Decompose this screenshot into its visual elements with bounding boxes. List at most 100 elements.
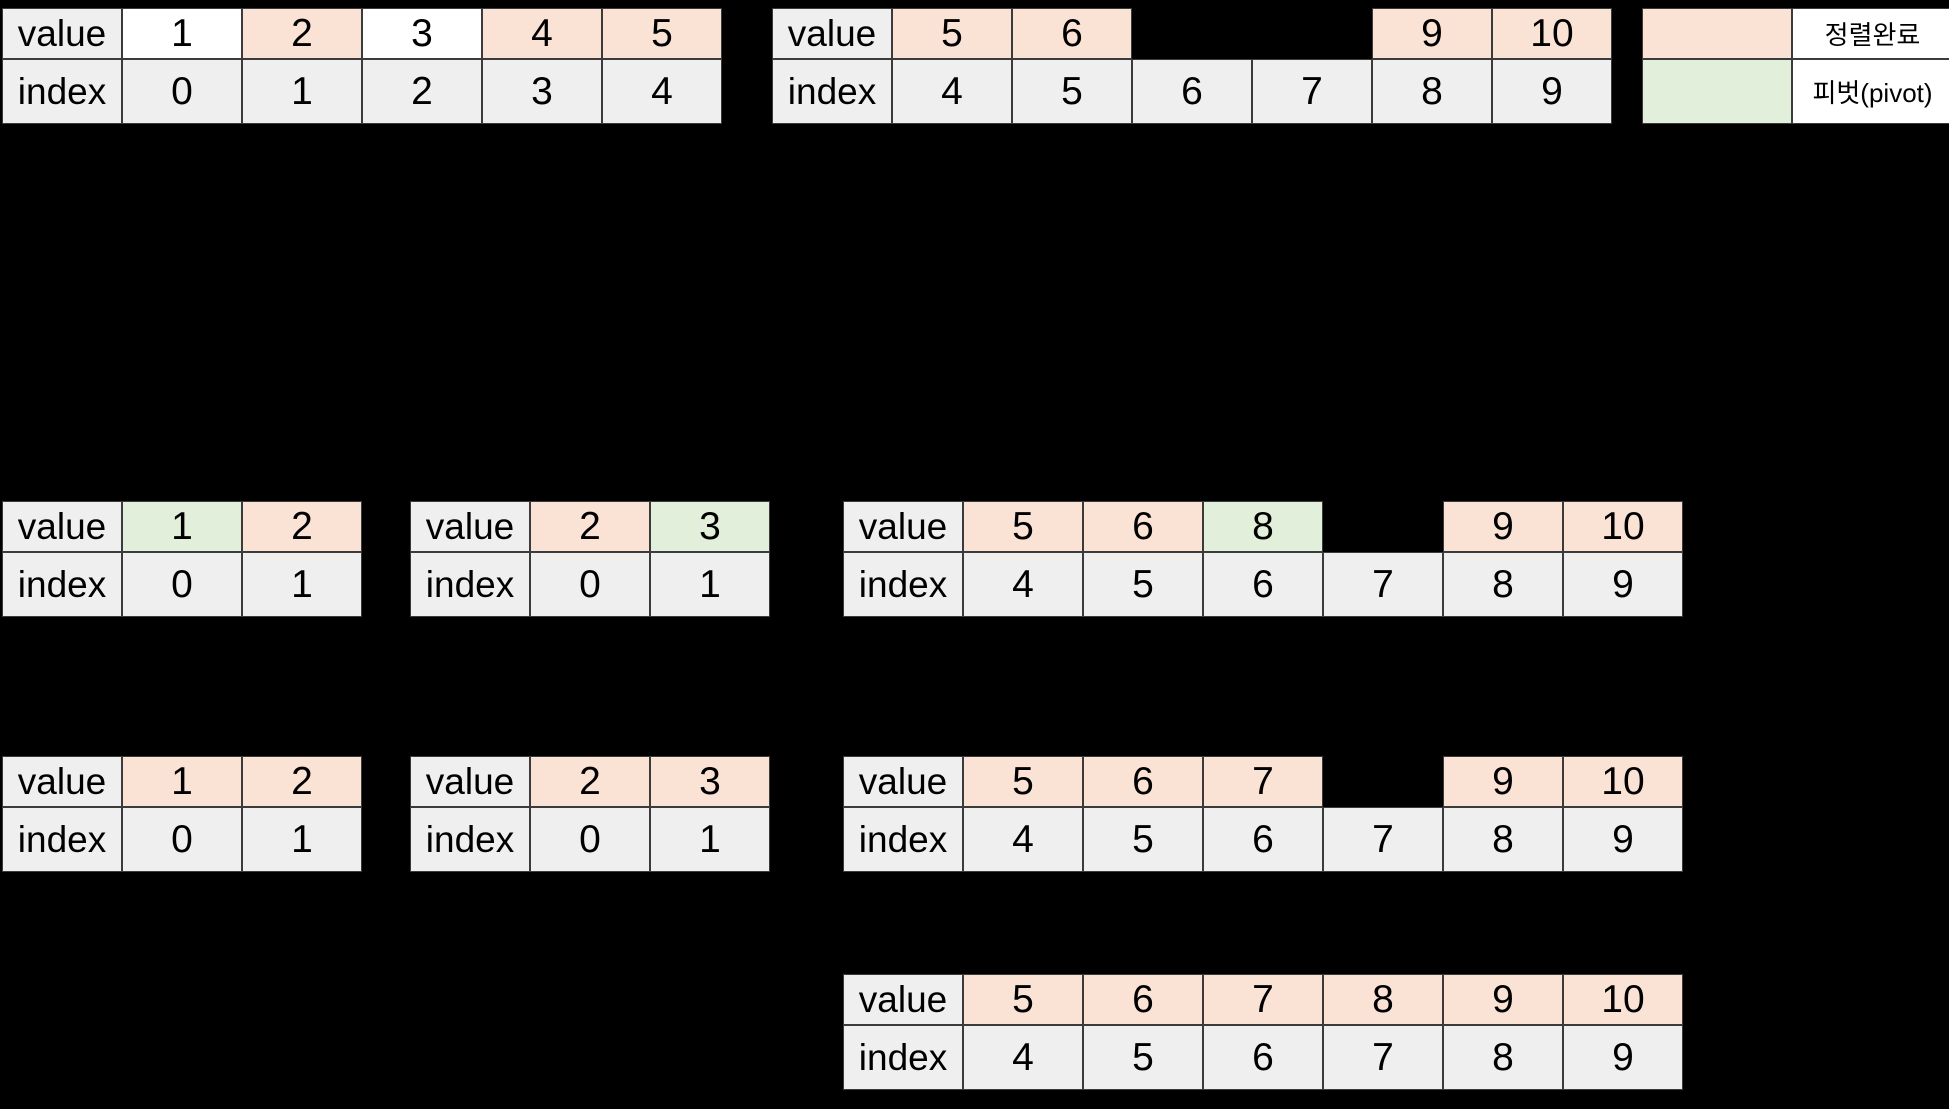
index-cell: 6 [1132, 59, 1252, 124]
index-cell: 5 [1083, 552, 1203, 617]
legend-swatch [1642, 8, 1792, 59]
index-row-label: index [2, 807, 122, 872]
value-cell: 10 [1563, 974, 1683, 1025]
value-cell: 3 [650, 756, 770, 807]
value-cell: 2 [242, 8, 362, 59]
index-row-label: index [843, 807, 963, 872]
legend-item: 피벗(pivot) [1642, 59, 1949, 124]
value-row-label: value [2, 501, 122, 552]
value-cell: 3 [362, 8, 482, 59]
index-cell: 7 [1323, 1025, 1443, 1090]
index-cell: 6 [1203, 1025, 1323, 1090]
value-cell: 5 [963, 501, 1083, 552]
value-cell: 9 [1443, 974, 1563, 1025]
index-cell: 7 [1252, 59, 1372, 124]
index-row-label: index [843, 1025, 963, 1090]
index-row-label: index [772, 59, 892, 124]
index-cell: 0 [122, 807, 242, 872]
value-row-label: value [772, 8, 892, 59]
value-cell [1323, 501, 1443, 552]
index-cell: 1 [242, 552, 362, 617]
index-cell: 1 [242, 807, 362, 872]
value-cell: 8 [1323, 974, 1443, 1025]
index-cell: 8 [1372, 59, 1492, 124]
index-cell: 9 [1563, 552, 1683, 617]
value-row-label: value [2, 8, 122, 59]
value-row-label: value [843, 974, 963, 1025]
index-cell: 1 [242, 59, 362, 124]
index-cell: 5 [1083, 807, 1203, 872]
index-cell: 5 [1012, 59, 1132, 124]
value-cell: 1 [122, 501, 242, 552]
value-cell: 10 [1563, 501, 1683, 552]
value-cell: 4 [482, 8, 602, 59]
legend-label: 정렬완료 [1792, 8, 1949, 59]
index-cell: 2 [362, 59, 482, 124]
value-row-label: value [843, 756, 963, 807]
index-cell: 4 [963, 807, 1083, 872]
index-row-label: index [410, 807, 530, 872]
index-row-label: index [2, 552, 122, 617]
value-cell: 5 [892, 8, 1012, 59]
index-cell: 6 [1203, 552, 1323, 617]
index-cell: 9 [1563, 807, 1683, 872]
value-row-label: value [843, 501, 963, 552]
value-cell: 9 [1372, 8, 1492, 59]
value-cell [1323, 756, 1443, 807]
value-cell [1252, 8, 1372, 59]
index-cell: 4 [602, 59, 722, 124]
legend-swatch [1642, 59, 1792, 124]
value-cell [1132, 8, 1252, 59]
index-cell: 4 [963, 552, 1083, 617]
index-row-label: index [2, 59, 122, 124]
index-cell: 0 [530, 552, 650, 617]
value-cell: 2 [242, 501, 362, 552]
value-cell: 10 [1492, 8, 1612, 59]
index-cell: 0 [122, 59, 242, 124]
value-cell: 9 [1443, 501, 1563, 552]
value-row-label: value [410, 756, 530, 807]
value-cell: 6 [1083, 756, 1203, 807]
value-row-label: value [410, 501, 530, 552]
index-cell: 8 [1443, 807, 1563, 872]
value-cell: 5 [963, 756, 1083, 807]
legend-item: 정렬완료 [1642, 8, 1949, 59]
value-cell: 5 [602, 8, 722, 59]
value-cell: 10 [1563, 756, 1683, 807]
index-cell: 7 [1323, 552, 1443, 617]
index-cell: 9 [1492, 59, 1612, 124]
index-row-label: index [843, 552, 963, 617]
value-cell: 5 [963, 974, 1083, 1025]
value-cell: 8 [1203, 501, 1323, 552]
index-row-label: index [410, 552, 530, 617]
value-cell: 7 [1203, 974, 1323, 1025]
value-cell: 7 [1203, 756, 1323, 807]
value-cell: 1 [122, 756, 242, 807]
index-cell: 4 [963, 1025, 1083, 1090]
value-cell: 6 [1083, 974, 1203, 1025]
value-cell: 3 [650, 501, 770, 552]
